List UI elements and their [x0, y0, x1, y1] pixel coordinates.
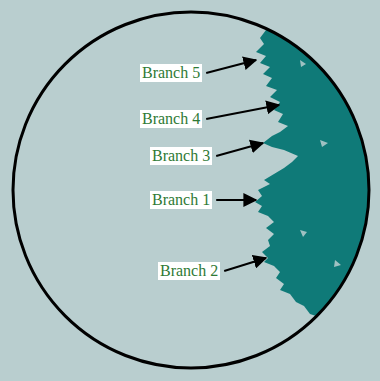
leader-arrow [216, 199, 256, 201]
branch-label: Branch 2 [158, 262, 220, 280]
specimen-gaps [300, 60, 350, 267]
leader-arrow [224, 258, 266, 271]
branch-label: Branch 1 [150, 191, 212, 209]
branch-label: Branch 4 [140, 110, 202, 128]
branch-label: Branch 3 [150, 147, 212, 165]
leader-arrow [206, 60, 256, 73]
branch-label: Branch 5 [140, 64, 202, 82]
branching-specimen [255, 0, 380, 330]
leader-arrow [206, 105, 279, 119]
leader-arrow [216, 143, 263, 156]
view-circle [13, 12, 369, 368]
